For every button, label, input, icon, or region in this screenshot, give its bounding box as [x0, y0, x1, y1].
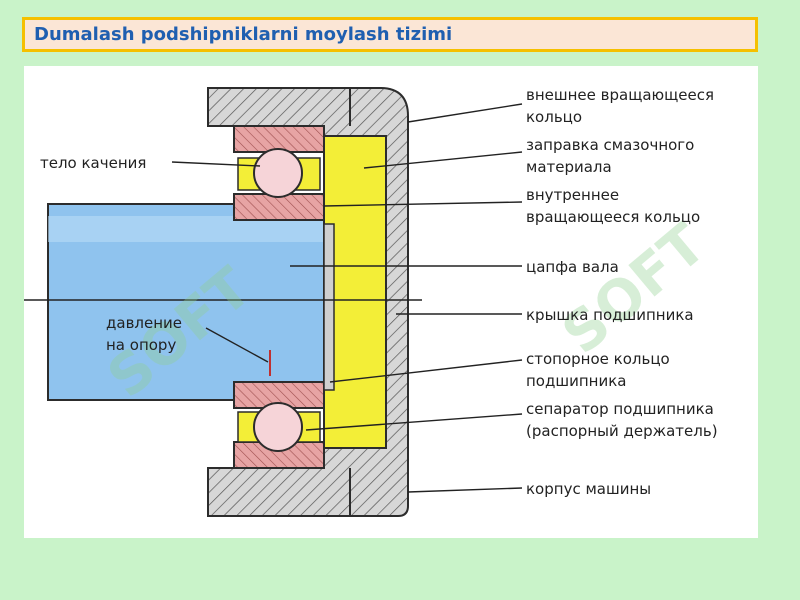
watermark-text-2: SOFT [550, 212, 718, 367]
upper-ball [253, 148, 303, 198]
label-retaining-line1: стопорное кольцо [526, 350, 670, 368]
label-separator-line2: (распорный держатель) [526, 422, 718, 440]
leader-separator [305, 413, 523, 431]
leader-lines [171, 103, 523, 493]
retaining-ring [323, 223, 335, 391]
label-retaining-line2: подшипника [526, 372, 626, 390]
label-separator-line1: сепаратор подшипника [526, 400, 714, 418]
lower-ball [253, 402, 303, 452]
label-rolling-body: тело качения [40, 154, 146, 172]
label-inner-ring-line1: внутреннее [526, 186, 619, 204]
label-journal: цапфа вала [526, 258, 619, 276]
bearing-diagram: SOFT SOFT внешнее вращающееся кольцо зап… [24, 86, 718, 517]
diagram-panel: SOFT SOFT внешнее вращающееся кольцо зап… [24, 66, 758, 538]
leader-housing [407, 487, 523, 493]
label-cover: крышка подшипника [526, 306, 694, 324]
leader-outer-ring [407, 103, 523, 123]
label-housing: корпус машины [526, 480, 651, 498]
upper-outer-ring [233, 125, 325, 153]
lower-outer-ring [233, 441, 325, 469]
page-title: Dumalash podshipniklarni moylash tizimi [34, 24, 453, 45]
label-outer-ring-line2: кольцо [526, 108, 582, 126]
label-pressure-line1: давление [106, 314, 182, 332]
title-bar: Dumalash podshipniklarni moylash tizimi [22, 17, 758, 52]
leader-rolling-body [171, 161, 261, 167]
machine-housing [207, 87, 409, 517]
label-outer-ring-line1: внешнее вращающееся [526, 86, 714, 104]
leader-grease [363, 151, 523, 169]
label-pressure-line2: на опору [106, 336, 176, 354]
upper-inner-ring [233, 193, 325, 221]
leader-inner-ring [323, 201, 523, 207]
label-grease-line1: заправка смазочного [526, 136, 694, 154]
leader-pressure [205, 327, 269, 363]
label-inner-ring-line2: вращающееся кольцо [526, 208, 700, 226]
label-grease-line2: материала [526, 158, 612, 176]
leader-retaining [329, 359, 523, 383]
